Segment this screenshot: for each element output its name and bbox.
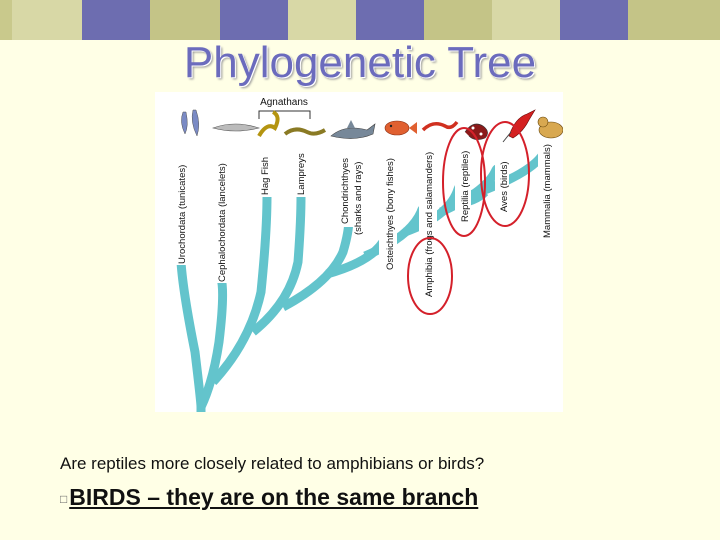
answer-text: □BIRDS – they are on the same branch <box>60 484 478 511</box>
highlight-reptilia <box>442 127 486 237</box>
label-hagfish: Hag Fish <box>260 157 271 195</box>
highlight-amphibia <box>407 237 453 315</box>
label-mammalia: Mammalia (mammals) <box>542 144 553 238</box>
agnathans-bracket <box>258 110 311 119</box>
page-title: Phylogenetic Tree <box>183 38 537 87</box>
tunicate-icon <box>181 109 199 137</box>
question-text: Are reptiles more closely related to amp… <box>60 454 485 473</box>
agnathans-label: Agnathans <box>260 97 308 108</box>
label-cephalochordata: Cephalochordata (lancelets) <box>217 163 228 282</box>
salamander-icon <box>421 120 459 132</box>
label-urochordata: Urochordata (tunicates) <box>177 165 188 264</box>
label-osteichthyes: Osteichthyes (bony fishes) <box>385 158 396 270</box>
label-masks <box>172 147 554 307</box>
label-lampreys: Lampreys <box>296 153 307 195</box>
label-aves: Aves (birds) <box>499 161 510 212</box>
lamprey-icon <box>283 127 327 136</box>
phylogenetic-tree-diagram: Agnathans <box>155 92 563 412</box>
branch-chondrichthyes <box>280 217 354 311</box>
hagfish-icon <box>257 110 280 138</box>
bird-icon <box>502 109 536 143</box>
branch-cephalochordata <box>196 276 228 409</box>
branch-lampreys <box>250 195 306 336</box>
shark-icon <box>330 120 376 139</box>
wildcat-icon <box>537 116 563 139</box>
fish-icon <box>384 120 417 136</box>
label-reptilia: Reptilia (reptiles) <box>460 151 471 222</box>
label-chondrichthyes: Chondrichthyes <box>340 158 351 224</box>
decorative-top-bar <box>0 0 720 40</box>
branch-urochordata <box>176 261 206 412</box>
lancelet-icon <box>212 123 261 132</box>
answer-label: BIRDS – they are on the same branch <box>69 484 479 510</box>
answer-bullet: □ <box>60 491 68 506</box>
highlight-aves <box>480 121 530 227</box>
branch-hagfish <box>209 195 272 386</box>
highlight-rings <box>407 121 530 315</box>
tree-svg: Agnathans <box>172 97 563 412</box>
label-sharks-and-rays: (sharks and rays) <box>353 162 364 235</box>
label-amphibia: Amphibia (frogs and salamanders) <box>424 152 435 297</box>
